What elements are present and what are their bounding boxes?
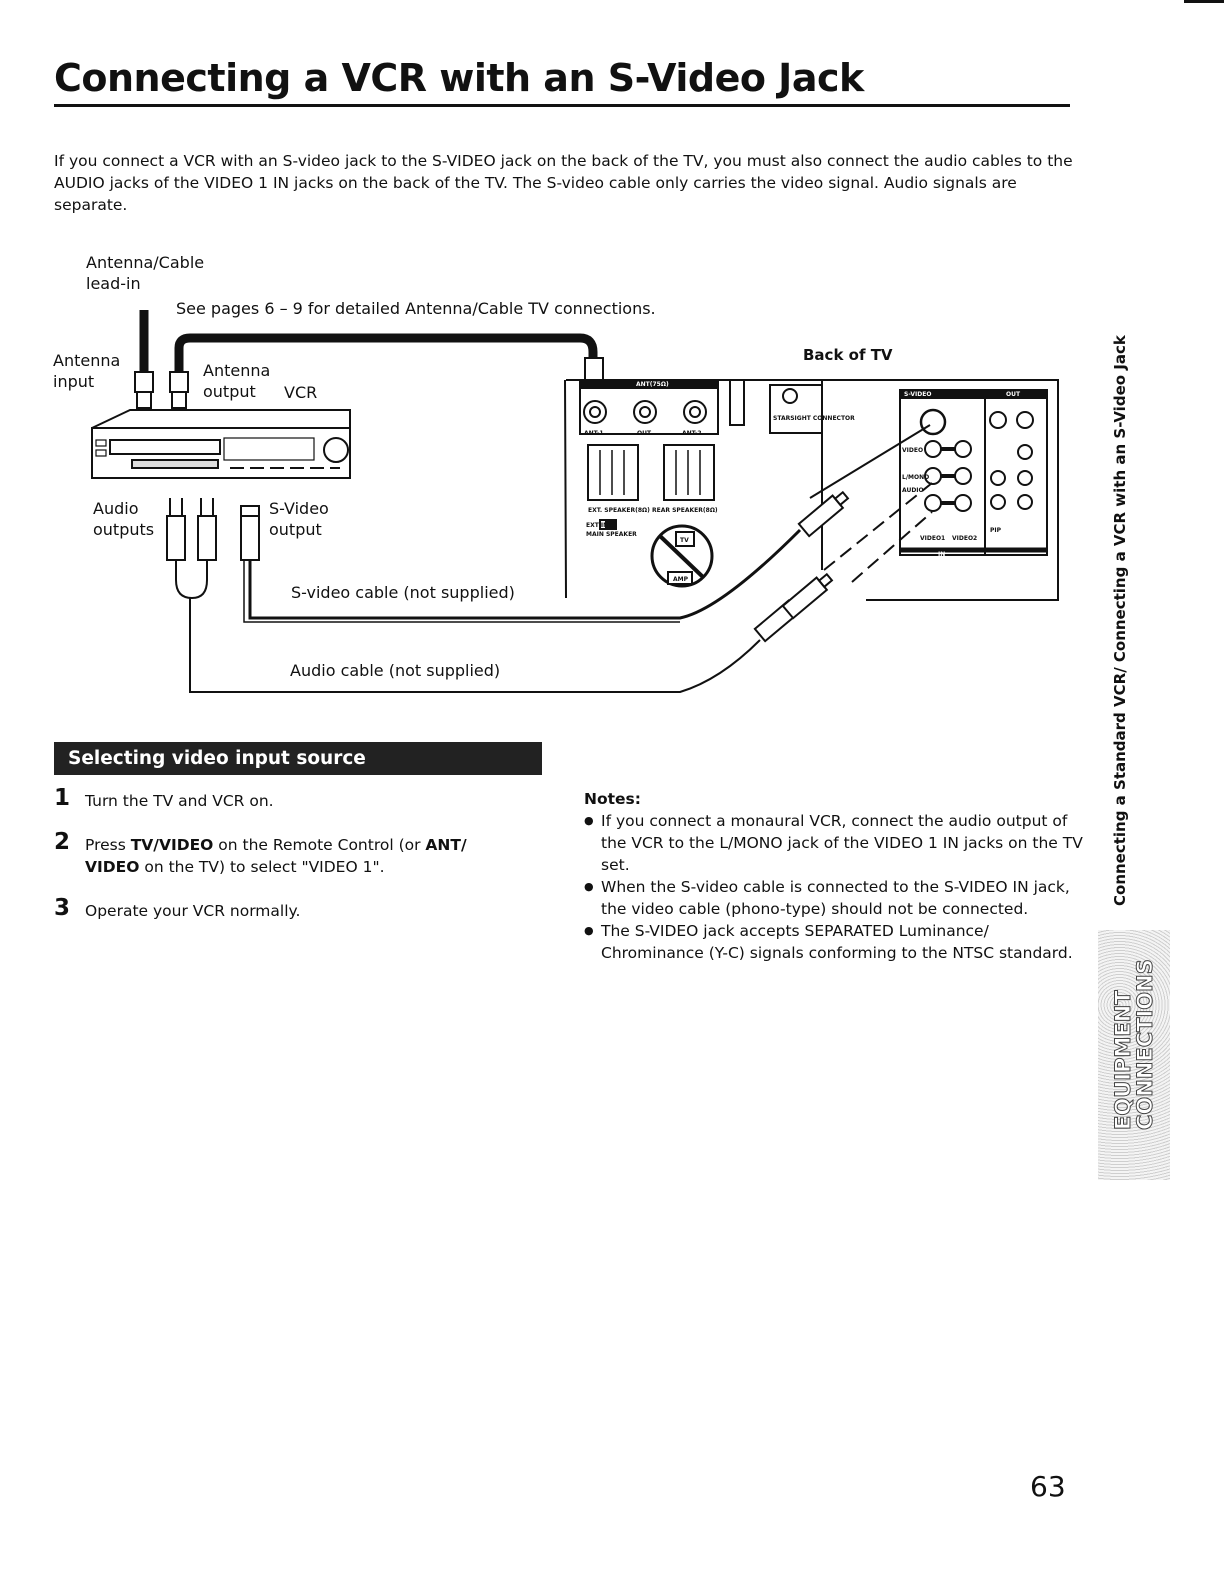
label-amp: AMP — [673, 576, 689, 583]
note-item: If you connect a monaural VCR, connect t… — [584, 810, 1084, 876]
antenna-cable — [174, 333, 598, 380]
label-ext-int: EXT INT — [586, 522, 613, 529]
step-1: 1 Turn the TV and VCR on. — [54, 785, 524, 812]
label-starsight: STARSIGHT CONNECTOR — [773, 415, 855, 422]
step-text: Press TV/VIDEO on the Remote Control (or… — [85, 836, 467, 876]
label-audio-outputs: Audio outputs — [93, 499, 155, 539]
section-tab — [1098, 930, 1170, 1180]
step-number: 2 — [54, 829, 71, 855]
label-vcr: VCR — [284, 383, 318, 402]
label-pip: PIP — [990, 527, 1002, 534]
notes-list: If you connect a monaural VCR, connect t… — [584, 810, 1084, 964]
corner-rule — [1184, 0, 1224, 3]
label-ant75: ANT(75Ω) — [636, 381, 669, 388]
step-2: 2 Press TV/VIDEO on the Remote Control (… — [54, 829, 524, 878]
intro-paragraph: If you connect a VCR with an S-video jac… — [54, 152, 1073, 214]
section-header: Selecting video input source — [54, 742, 542, 775]
label-audio: AUDIO — [902, 487, 924, 494]
step-text: Operate your VCR normally. — [85, 902, 301, 920]
label-svideo-cable: S-video cable (not supplied) — [291, 583, 515, 602]
label-svideo: S-VIDEO — [904, 391, 931, 398]
label-tv: TV — [680, 537, 689, 544]
label-ant-out: OUT — [637, 430, 652, 437]
label-antenna-output: Antenna output — [203, 361, 271, 401]
step-number: 1 — [54, 785, 71, 811]
label-see-pages: See pages 6 – 9 for detailed Antenna/Cab… — [176, 299, 656, 318]
note-item: The S-VIDEO jack accepts SEPARATED Lumin… — [584, 920, 1084, 964]
connection-diagram-lines: ANT(75Ω) ANT-1 OUT ANT-2 STARSIGHT CONNE… — [91, 310, 1059, 693]
label-ext-speakers: EXT. SPEAKER(8Ω) — [588, 507, 650, 514]
label-out: OUT — [1006, 391, 1021, 398]
step-3: 3 Operate your VCR normally. — [54, 895, 524, 922]
notes-heading: Notes: — [584, 790, 641, 808]
label-main-speaker: MAIN SPEAKER — [586, 531, 637, 538]
page-title: Connecting a VCR with an S-Video Jack — [54, 56, 864, 100]
label-audio-cable: Audio cable (not supplied) — [290, 661, 501, 680]
note-item: When the S-video cable is connected to t… — [584, 876, 1084, 920]
label-ant2: ANT-2 — [682, 430, 702, 437]
label-in: IN — [938, 551, 945, 558]
step-text: Turn the TV and VCR on. — [85, 792, 274, 810]
connection-diagram: ANT(75Ω) ANT-1 OUT ANT-2 STARSIGHT CONNE… — [40, 240, 1080, 710]
label-video: VIDEO — [902, 447, 923, 454]
notes: Notes: If you connect a monaural VCR, co… — [584, 788, 1084, 964]
label-video2: VIDEO2 — [952, 535, 977, 542]
side-running-header: Connecting a Standard VCR/ Connecting a … — [1111, 335, 1129, 906]
page-number: 63 — [1030, 1470, 1066, 1503]
label-back-of-tv: Back of TV — [803, 346, 893, 364]
label-rear-speakers: REAR SPEAKER(8Ω) — [652, 507, 718, 514]
label-l-mono: L/MONO — [902, 474, 929, 481]
label-ant1: ANT-1 — [584, 430, 604, 437]
step-number: 3 — [54, 895, 71, 921]
label-antenna-input: Antenna input — [53, 351, 121, 391]
label-antenna-lead-in: Antenna/Cable lead-in — [86, 253, 205, 293]
section-tab-label: EQUIPMENT CONNECTIONS — [1111, 959, 1158, 1131]
label-svideo-output: S-Video output — [269, 499, 329, 539]
title-underline — [54, 104, 1070, 107]
label-video1: VIDEO1 — [920, 535, 945, 542]
